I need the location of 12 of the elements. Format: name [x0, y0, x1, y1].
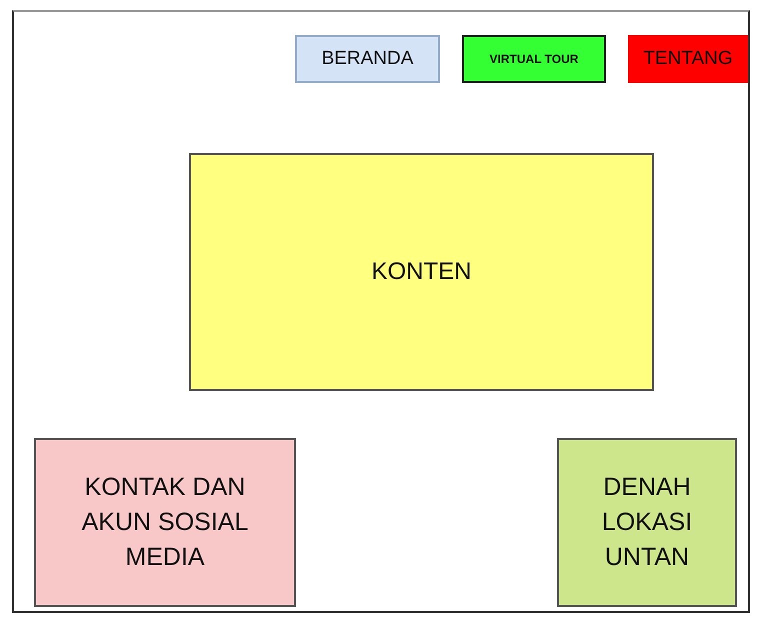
node-label: DENAH LOKASI UNTAN — [600, 472, 694, 573]
content-panel — [189, 153, 654, 391]
nav-tab — [295, 35, 440, 83]
node-label: BERANDA — [322, 46, 414, 71]
nav-tab — [462, 35, 606, 83]
node-label: KONTEN — [371, 257, 472, 288]
node-label: TENTANG — [643, 46, 733, 71]
node-label: VIRTUAL TOUR — [490, 50, 578, 68]
map-panel — [557, 438, 737, 607]
nav-tab — [628, 35, 748, 83]
contact-panel — [34, 438, 296, 607]
node-label: KONTAK DAN AKUN SOSIAL MEDIA — [80, 472, 250, 573]
